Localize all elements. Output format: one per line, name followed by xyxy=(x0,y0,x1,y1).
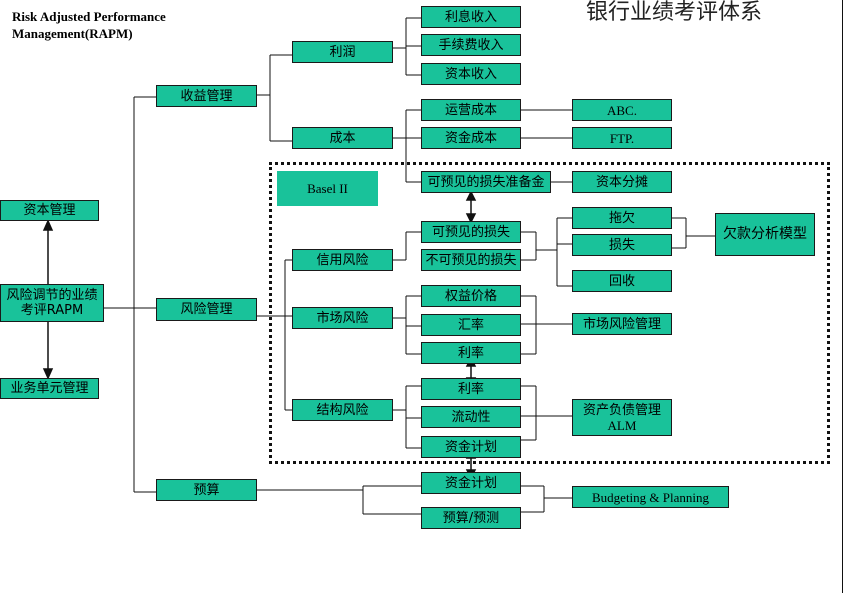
node-capital-allocation: 资本分摊 xyxy=(572,171,672,193)
node-capital-income: 资本收入 xyxy=(421,63,521,85)
node-expected-loss-provision: 可预见的损失准备金 xyxy=(421,171,551,193)
node-alm: 资产负债管理 ALM xyxy=(572,399,672,436)
node-profit: 利润 xyxy=(292,41,393,63)
node-unexpected-loss: 不可预见的损失 xyxy=(421,249,521,271)
node-abc: ABC. xyxy=(572,99,672,121)
node-business-unit-management: 业务单元管理 xyxy=(0,378,99,399)
node-credit-risk: 信用风险 xyxy=(292,249,393,271)
title-english: Risk Adjusted Performance Management(RAP… xyxy=(12,8,166,42)
node-interest-rate-market: 利率 xyxy=(421,342,521,364)
node-delinquency: 拖欠 xyxy=(572,207,672,229)
node-ftp: FTP. xyxy=(572,127,672,149)
node-market-risk: 市场风险 xyxy=(292,307,393,329)
node-loss: 损失 xyxy=(572,234,672,256)
node-fx-rate: 汇率 xyxy=(421,314,521,336)
node-market-risk-management: 市场风险管理 xyxy=(572,313,672,335)
node-budget: 预算 xyxy=(156,479,257,501)
node-operating-cost: 运营成本 xyxy=(421,99,521,121)
title-chinese: 银行业绩考评体系 xyxy=(586,0,763,25)
node-funding-plan-budget: 资金计划 xyxy=(421,472,521,494)
node-revenue-management: 收益管理 xyxy=(156,85,257,107)
node-risk-management: 风险管理 xyxy=(156,298,257,321)
node-budget-forecast: 预算/预测 xyxy=(421,507,521,529)
node-fee-income: 手续费收入 xyxy=(421,34,521,56)
node-interest-rate-structural: 利率 xyxy=(421,378,521,400)
basel-ii-label: Basel II xyxy=(277,171,378,206)
node-arrears-analysis-model: 欠款分析模型 xyxy=(715,213,815,256)
node-cost: 成本 xyxy=(292,127,393,149)
node-funding-cost: 资金成本 xyxy=(421,127,521,149)
node-alm-line1: 资产负债管理 xyxy=(582,402,661,418)
node-rapm: 风险调节的业绩考评RAPM xyxy=(0,284,104,322)
basel-ii-region xyxy=(269,162,830,464)
node-liquidity: 流动性 xyxy=(421,406,521,428)
node-alm-line2: ALM xyxy=(607,417,637,433)
title-english-line1: Risk Adjusted Performance xyxy=(12,9,166,24)
node-expected-loss: 可预见的损失 xyxy=(421,221,521,243)
right-border-line xyxy=(842,0,843,593)
title-english-line2: Management(RAPM) xyxy=(12,26,133,41)
node-recovery: 回收 xyxy=(572,270,672,292)
node-structural-risk: 结构风险 xyxy=(292,399,393,421)
node-capital-management: 资本管理 xyxy=(0,200,99,221)
node-funding-plan-structural: 资金计划 xyxy=(421,436,521,458)
node-interest-income: 利息收入 xyxy=(421,6,521,28)
node-budgeting-planning: Budgeting & Planning xyxy=(572,486,729,508)
node-equity-price: 权益价格 xyxy=(421,285,521,307)
